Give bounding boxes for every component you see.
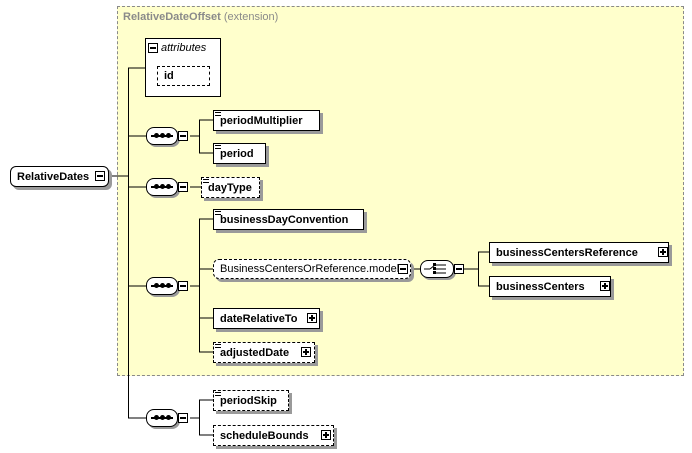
annotation-icon	[215, 344, 221, 351]
annotation-icon	[215, 392, 221, 399]
element-label: businessDayConvention	[220, 213, 349, 226]
attributes-title: attributes	[161, 42, 207, 54]
root-label: RelativeDates	[17, 170, 90, 183]
element-label: dayType	[208, 181, 252, 194]
element-node[interactable]: businessCentersReference	[489, 242, 669, 263]
element-node[interactable]: scheduleBounds	[213, 425, 334, 446]
element-node[interactable]: period	[213, 143, 266, 164]
sequence-icon	[146, 127, 178, 145]
element-node[interactable]: adjustedDate	[213, 342, 315, 363]
group-label: BusinessCentersOrReference.model	[220, 263, 400, 275]
collapse-icon[interactable]	[454, 264, 464, 274]
attribute-id-label: id	[164, 70, 174, 82]
sequence-icon	[146, 277, 178, 295]
annotation-icon	[215, 211, 221, 218]
collapse-icon[interactable]	[178, 182, 188, 192]
element-label: businessCentersReference	[496, 246, 638, 259]
element-label: businessCenters	[496, 280, 585, 293]
element-label: dateRelativeTo	[220, 312, 298, 325]
collapse-icon[interactable]	[95, 171, 105, 181]
root-element[interactable]: RelativeDates	[10, 166, 109, 187]
annotation-icon	[215, 145, 221, 152]
collapse-icon[interactable]	[178, 413, 188, 423]
expand-icon[interactable]	[301, 347, 311, 357]
choice-icon	[420, 260, 454, 278]
expand-icon[interactable]	[658, 247, 668, 257]
element-node[interactable]: dayType	[201, 177, 260, 198]
element-label: periodSkip	[220, 394, 277, 407]
group-node[interactable]: BusinessCentersOrReference.model	[213, 259, 411, 279]
expand-icon[interactable]	[307, 313, 317, 323]
sequence-icon	[146, 178, 178, 196]
element-node[interactable]: periodMultiplier	[213, 110, 320, 131]
expand-icon[interactable]	[321, 430, 331, 440]
extension-name: RelativeDateOffset	[123, 11, 221, 23]
element-label: periodMultiplier	[220, 114, 303, 127]
attributes-header: attributes	[148, 42, 206, 54]
element-node[interactable]: periodSkip	[213, 390, 289, 411]
extension-title: RelativeDateOffset (extension)	[123, 11, 278, 23]
annotation-icon	[215, 112, 221, 119]
annotation-icon	[203, 179, 209, 186]
collapse-icon[interactable]	[398, 264, 408, 274]
collapse-icon[interactable]	[178, 131, 188, 141]
collapse-icon[interactable]	[148, 43, 158, 53]
element-label: period	[220, 147, 254, 160]
attribute-id[interactable]: id	[157, 66, 210, 86]
extension-suffix: (extension)	[223, 11, 279, 23]
element-node[interactable]: dateRelativeTo	[213, 308, 320, 329]
element-label: adjustedDate	[220, 346, 290, 359]
sequence-icon	[146, 409, 178, 427]
expand-icon[interactable]	[600, 281, 610, 291]
element-node[interactable]: businessDayConvention	[213, 209, 364, 230]
element-label: scheduleBounds	[220, 429, 309, 442]
collapse-icon[interactable]	[178, 281, 188, 291]
element-node[interactable]: businessCenters	[489, 276, 611, 297]
